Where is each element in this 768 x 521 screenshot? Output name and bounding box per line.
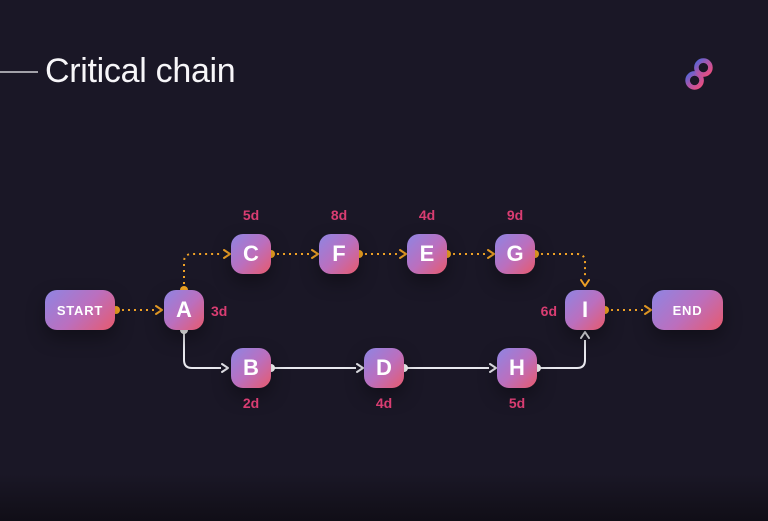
critical-edges — [116, 253, 644, 311]
duration-label-h: 5d — [508, 395, 526, 411]
duration-label-a: 3d — [211, 303, 228, 319]
duration-label-b: 2d — [242, 395, 260, 411]
arrowhead-into-c — [223, 249, 231, 259]
edge-a-b — [183, 330, 221, 369]
arrowhead-into-i-top — [580, 279, 590, 287]
node-c: C — [231, 234, 271, 274]
critical-arrowheads — [155, 249, 652, 315]
node-h: H — [497, 348, 537, 388]
arrowhead-into-f — [311, 249, 319, 259]
node-i: I — [565, 290, 605, 330]
arrowhead-into-b — [221, 363, 229, 373]
arrowhead-into-end — [644, 305, 652, 315]
duration-label-g: 9d — [506, 207, 524, 223]
edge-a-c — [183, 253, 223, 290]
normal-arrowheads — [221, 331, 590, 373]
duration-label-c: 5d — [242, 207, 260, 223]
arrowhead-into-g — [487, 249, 495, 259]
node-end: END — [652, 290, 723, 330]
duration-label-i: 6d — [540, 303, 557, 319]
node-start: START — [45, 290, 115, 330]
brand-logo-icon — [685, 58, 713, 90]
node-a: A — [164, 290, 204, 330]
node-g: G — [495, 234, 535, 274]
arrowhead-into-e — [399, 249, 407, 259]
node-d: D — [364, 348, 404, 388]
arrowhead-into-a — [155, 305, 163, 315]
node-e: E — [407, 234, 447, 274]
normal-edges — [183, 330, 586, 369]
edge-h-i — [537, 340, 586, 369]
arrowhead-into-d — [356, 363, 364, 373]
page-title: Critical chain — [45, 52, 236, 90]
arrowhead-into-i-bottom — [580, 331, 590, 339]
edge-g-i — [535, 253, 586, 278]
node-b: B — [231, 348, 271, 388]
node-f: F — [319, 234, 359, 274]
duration-label-d: 4d — [375, 395, 393, 411]
duration-label-e: 4d — [418, 207, 436, 223]
duration-label-f: 8d — [330, 207, 348, 223]
arrowhead-into-h — [489, 363, 497, 373]
title-rule — [0, 71, 38, 73]
